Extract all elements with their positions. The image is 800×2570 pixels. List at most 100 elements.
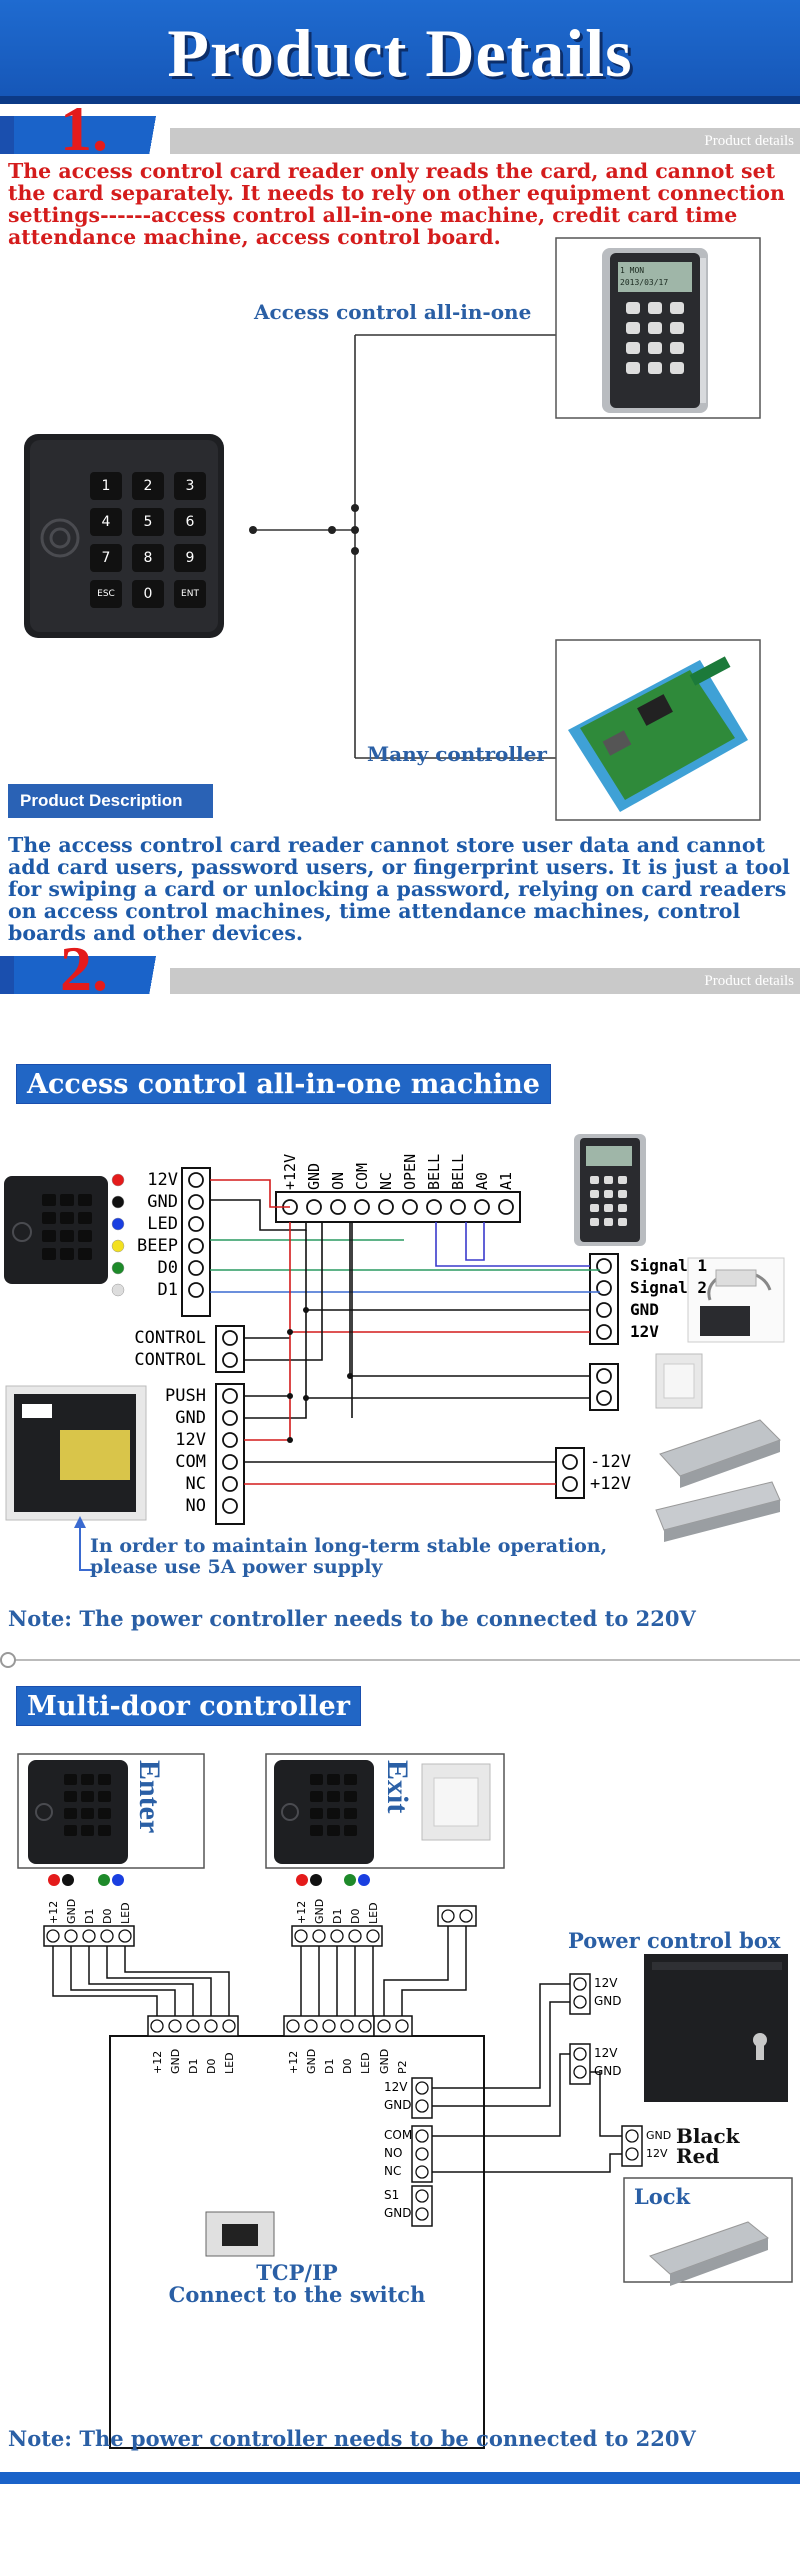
exit-button-device-2: [421, 1763, 491, 1841]
lock-device: [649, 2221, 770, 2286]
lock-wire-black: Black: [676, 2124, 740, 2148]
tcp-ip-title: TCP/IP: [256, 2260, 338, 2285]
power-label: 12V: [175, 1430, 206, 1450]
controller-pin: GND: [384, 2206, 412, 2220]
network-port: [205, 2211, 275, 2257]
reader-pin-label: D0: [349, 1908, 362, 1924]
signal-label: GND: [630, 1300, 659, 1319]
reader-pin-label: D0: [101, 1908, 114, 1924]
reader-pin-label: D1: [331, 1908, 344, 1924]
reader-wire-dot: [111, 1195, 125, 1209]
controller-pin-label: D1: [187, 2058, 200, 2074]
keypad-key: 4: [90, 508, 122, 536]
signal-label: Signal 1: [630, 1256, 708, 1275]
reader-wire-dots: [111, 1173, 125, 1297]
reader-terminal-label: D1: [157, 1280, 178, 1300]
keypad-key: ENT: [174, 580, 206, 608]
power-supply-note: In order to maintain long-term stable op…: [90, 1535, 608, 1578]
keypad-key: 7: [90, 544, 122, 572]
signal-label: 12V: [630, 1322, 659, 1341]
controller-pin: NO: [384, 2146, 403, 2160]
keypad-key: 3: [174, 472, 206, 500]
signal-label: Signal 2: [630, 1278, 708, 1297]
keypad-key: 5: [132, 508, 164, 536]
intro-warning-text: The access control card reader only read…: [8, 159, 785, 249]
section-banner-label-1: Product details: [704, 133, 794, 149]
controller-board: [568, 656, 748, 812]
header-banner: Product Details: [0, 0, 800, 104]
reader-terminal-label: LED: [147, 1214, 178, 1234]
power-box-pin: GND: [594, 1994, 622, 2008]
lock-pin: GND: [646, 2129, 672, 2142]
controller-pin: COM: [384, 2128, 413, 2142]
power-label: NO: [185, 1496, 206, 1516]
reader-pin-label: +12: [47, 1900, 60, 1924]
product-description-tag: Product Description: [8, 784, 213, 818]
controller-pin-label: +12: [151, 2050, 164, 2074]
reader-wire-dot: [111, 1217, 125, 1231]
power-label: PUSH: [165, 1386, 206, 1406]
controller-pin-label: +12: [287, 2050, 300, 2074]
controller-pin-label: D0: [341, 2058, 354, 2074]
connection-lines: [253, 334, 556, 759]
power-control-box-device: [644, 1954, 788, 2102]
note-220v-1: Note: The power controller needs to be c…: [8, 1606, 696, 1631]
all-in-one-keypad: [626, 302, 686, 374]
control-label: CONTROL: [134, 1328, 206, 1348]
note-220v-2: Note: The power controller needs to be c…: [8, 2426, 696, 2451]
divider-line: [8, 1659, 800, 1661]
keypad-key: ESC: [90, 580, 122, 608]
power-label: COM: [175, 1452, 206, 1472]
footer-bar: [0, 2472, 800, 2484]
label-all-in-one: Access control all-in-one: [254, 300, 532, 324]
reader-pin-label: LED: [119, 1902, 132, 1924]
tcp-ip-subtitle: Connect to the switch: [168, 2282, 426, 2307]
keypad-key: 1: [90, 472, 122, 500]
enter-label: Enter: [133, 1760, 166, 1834]
keypad-key: 8: [132, 544, 164, 572]
power-box-pin: 12V: [594, 1976, 618, 1990]
power-label: NC: [185, 1474, 206, 1494]
controller-pin: 12V: [384, 2080, 408, 2094]
reader-pin-label: GND: [65, 1898, 78, 1924]
keypad-key: 0: [132, 580, 164, 608]
keypad-key: 9: [174, 544, 206, 572]
control-label: CONTROL: [134, 1350, 206, 1370]
controller-pin-label: GND: [305, 2048, 318, 2074]
lock-wire-red: Red: [676, 2144, 720, 2168]
reader-pin-label: D1: [83, 1908, 96, 1924]
section-banner-2: 2. Product details: [0, 933, 800, 1004]
keypad-key: 2: [132, 472, 164, 500]
reader-wire-dot: [111, 1283, 125, 1297]
exit-button-device: [655, 1353, 703, 1409]
exit-reader-device: [274, 1760, 374, 1864]
controller-pin: S1: [384, 2188, 400, 2202]
reader-terminal-label: D0: [157, 1258, 178, 1278]
label-many-controller: Many controller: [367, 742, 547, 766]
lock-title: Lock: [634, 2184, 691, 2209]
lock-pin: 12V: [646, 2147, 668, 2160]
section-banner-label-2: Product details: [704, 973, 794, 989]
section-number-2: 2.: [60, 933, 108, 1004]
lock-label: +12V: [590, 1474, 631, 1494]
power-note-arrow: [79, 1520, 94, 1571]
controller-pin-label: P2: [396, 2060, 409, 2074]
keypad-key: 6: [174, 508, 206, 536]
reader-wire-dot: [111, 1261, 125, 1275]
wiring-card-reader: [4, 1176, 108, 1284]
door-sensor-device: [687, 1257, 785, 1343]
section-number-1: 1.: [60, 93, 108, 164]
multi-door-wiring-lines: [52, 1926, 622, 2173]
power-controller-device: [5, 1385, 147, 1521]
power-label: GND: [175, 1408, 206, 1428]
power-box-pin: 12V: [594, 2046, 618, 2060]
controller-pin-label: D1: [323, 2058, 336, 2074]
reader-pin-label: GND: [313, 1898, 326, 1924]
electric-bolt-device: [659, 1419, 781, 1488]
controller-pin: NC: [384, 2164, 402, 2178]
exit-label: Exit: [381, 1760, 414, 1814]
controller-pin-label: LED: [223, 2052, 236, 2074]
power-box-title: Power control box: [568, 1928, 781, 1953]
section-title-multi-door: Multi-door controller: [16, 1686, 361, 1726]
